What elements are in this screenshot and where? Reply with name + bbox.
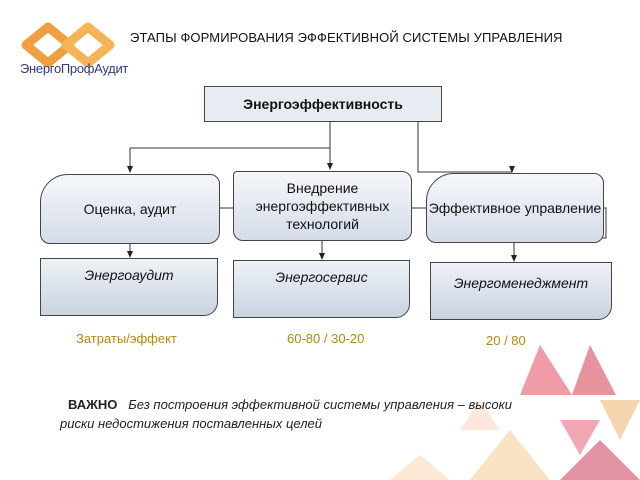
stat-middle: 60-80 / 30-20: [287, 331, 365, 346]
page-title: ЭТАПЫ ФОРМИРОВАНИЯ ЭФФЕКТИВНОЙ СИСТЕМЫ У…: [130, 30, 563, 45]
result-node-energy-audit: Энергоаудит: [40, 258, 218, 316]
stat-label: Затраты/эффект: [76, 331, 177, 346]
important-note: ВАЖНО Без построения эффективной системы…: [60, 395, 520, 433]
result-node-energy-service: Энергосервис: [233, 260, 410, 318]
stage-node-implementation: Внедрение энергоэффективных технологий: [233, 171, 412, 241]
top-node-energy-efficiency: Энергоэффективность: [204, 86, 442, 122]
stat-right: 20 / 80: [486, 333, 526, 348]
note-text: Без построения эффективной системы управ…: [60, 397, 512, 431]
logo-text: ЭнергоПрофАудит: [20, 61, 129, 76]
note-keyword: ВАЖНО: [68, 397, 118, 412]
stage-node-management: Эффективное управление: [426, 173, 604, 243]
result-node-energy-management: Энергоменеджмент: [430, 262, 612, 320]
logo-icon: [21, 22, 115, 68]
stage-node-assessment: Оценка, аудит: [40, 174, 220, 244]
